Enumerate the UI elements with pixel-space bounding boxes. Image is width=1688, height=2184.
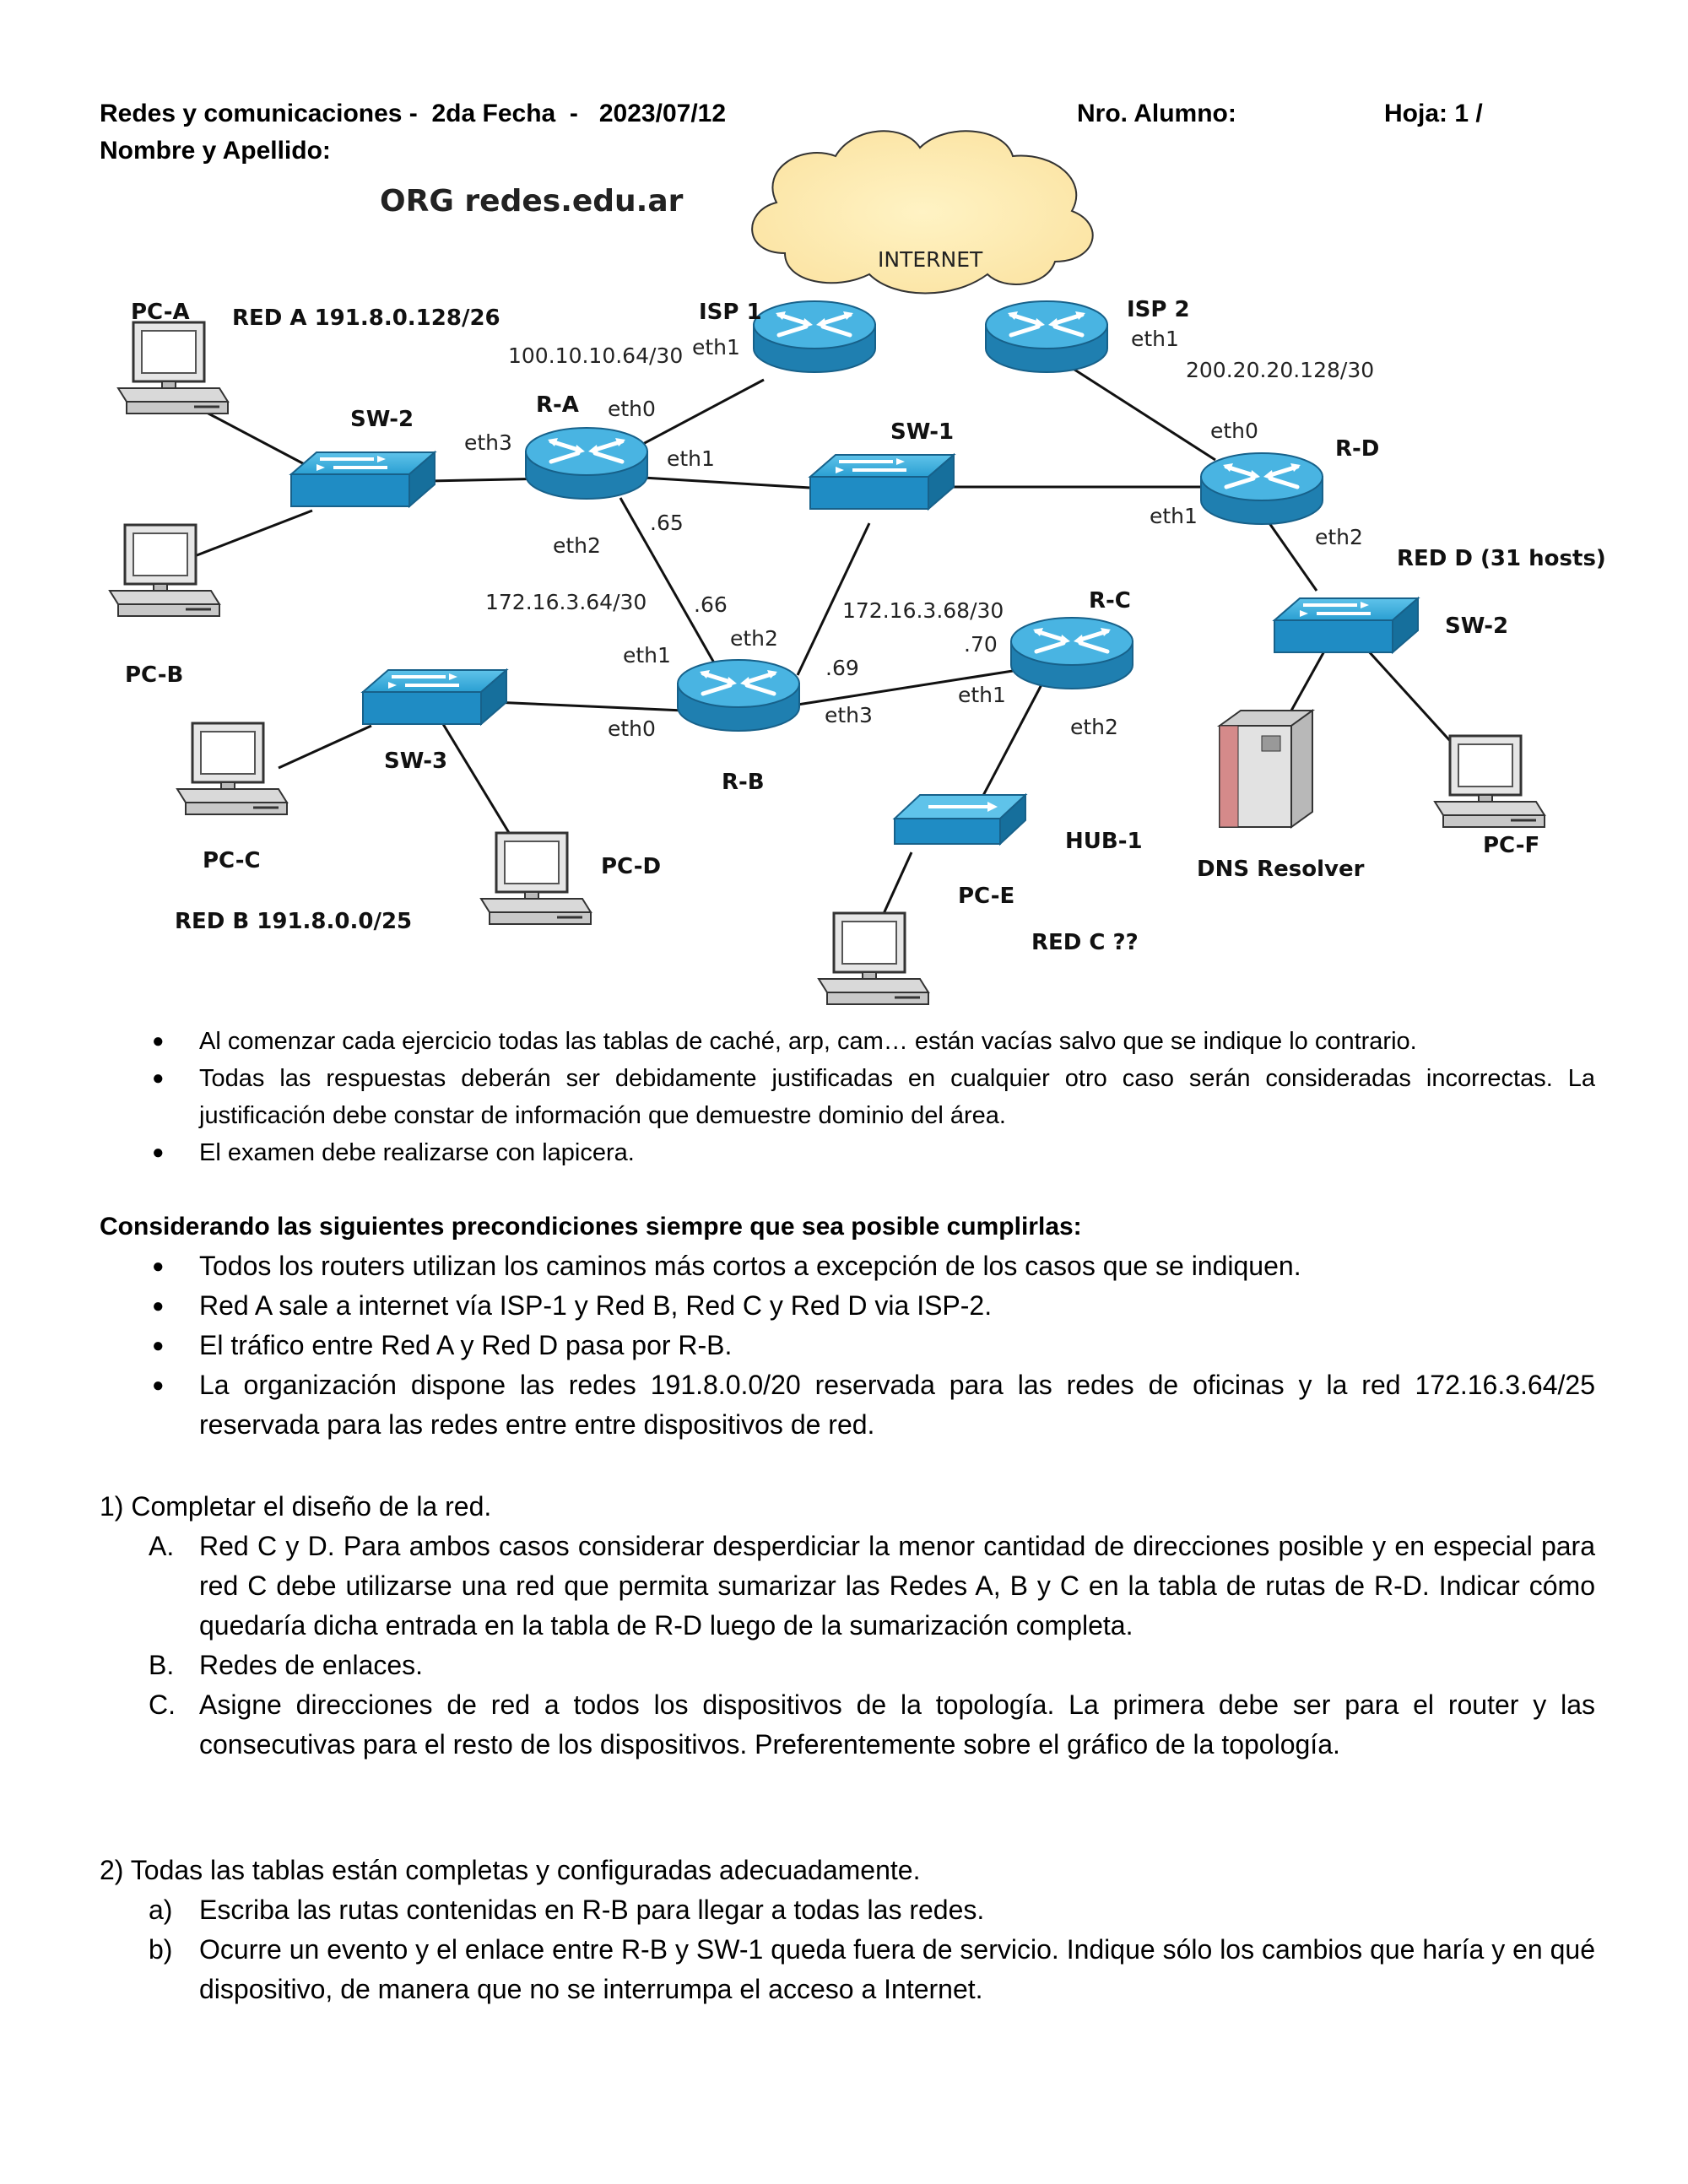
ra-rb-link-net: 172.16.3.64/30 [485,590,647,614]
sw2-right-label: SW-2 [1445,614,1508,639]
sw1-switch [809,453,955,511]
notes-block: Al comenzar cada ejercicio todas las tab… [100,1023,1595,1171]
precondition-item: El tráfico entre Red A y Red D pasa por … [100,1326,1595,1365]
rd-label: R-D [1335,436,1379,462]
student-number-label: Nro. Alumno: [1077,100,1236,127]
precondition-item: Red A sale a internet vía ISP-1 y Red B,… [100,1286,1595,1326]
rb-host-66: .66 [694,592,728,617]
sw2-right-switch [1273,597,1420,654]
pc-e [817,911,930,1006]
sw2-left-label: SW-2 [350,407,414,432]
precondition-item: Todos los routers utilizan los caminos m… [100,1246,1595,1286]
isp1-label: ISP 1 [699,300,762,325]
question-2-item: b)Ocurre un evento y el enlace entre R-B… [149,1934,1595,2004]
question-1-item: A.Red C y D. Para ambos casos considerar… [149,1531,1595,1641]
pc-b [108,523,221,618]
ra-eth0-label: eth0 [608,397,656,421]
red-b-label: RED B 191.8.0.0/25 [175,909,412,934]
precondition-item: La organización dispone las redes 191.8.… [100,1365,1595,1445]
question-1-block: 1) Completar el diseño de la red. A.Red … [100,1487,1595,1765]
rb-label: R-B [722,770,765,795]
dns-resolver-label: DNS Resolver [1197,857,1365,882]
rc-host-70: .70 [964,632,998,657]
name-label: Nombre y Apellido: [100,137,331,165]
network-topology-diagram: ORG redes.edu.ar INTERNET [108,130,1606,1006]
ra-host-65: .65 [650,511,684,535]
rd-eth1-label: eth1 [1150,504,1198,528]
rb-eth0-label: eth0 [608,716,656,741]
ra-label: R-A [536,392,579,418]
pc-d [479,831,592,926]
rd-eth0-label: eth0 [1210,419,1258,443]
rc-router [1011,618,1133,689]
isp1-link-net: 100.10.10.64/30 [508,343,683,368]
preconditions-heading: Considerando las siguientes precondicion… [100,1213,1082,1241]
pc-f-label: PC-F [1483,833,1539,858]
sw1-label: SW-1 [890,419,954,445]
hub1-label: HUB-1 [1065,829,1143,854]
rd-router [1201,453,1323,524]
isp1-eth1-label: eth1 [692,335,740,359]
pc-a-label: PC-A [131,300,190,325]
question-2-item: a)Escriba las rutas contenidas en R-B pa… [149,1895,985,1925]
ra-router [526,428,647,499]
rc-eth1-label: eth1 [958,683,1006,707]
rc-eth2-label: eth2 [1070,715,1118,739]
internet-cloud: INTERNET [751,130,1094,295]
pc-c-label: PC-C [203,848,261,873]
sw2-left-switch [289,451,436,508]
isp1-router [754,301,875,372]
ra-eth1-label: eth1 [667,446,715,471]
rd-eth2-label: eth2 [1315,525,1363,549]
ra-eth3-label: eth3 [464,430,512,455]
internet-label: INTERNET [878,247,983,272]
ra-eth2-label: eth2 [553,533,601,558]
dns-server [1216,709,1316,829]
rb-rc-link-net: 172.16.3.68/30 [842,598,1004,623]
isp2-label: ISP 2 [1127,297,1190,322]
rc-label: R-C [1089,588,1131,614]
question-2-block: 2) Todas las tablas están completas y co… [100,1851,1595,2009]
pc-c [176,722,289,816]
sw3-label: SW-3 [384,749,447,774]
isp2-router [986,301,1107,372]
question-2-title: 2) Todas las tablas están completas y co… [100,1855,921,1885]
red-a-label: RED A 191.8.0.128/26 [232,305,500,331]
sw3-switch [361,668,508,726]
question-1-item: B.Redes de enlaces. [149,1650,424,1680]
rb-router [678,660,799,731]
note-item: Todas las respuestas deberán ser debidam… [100,1060,1595,1134]
hub1 [892,792,1028,846]
note-item: Al comenzar cada ejercicio todas las tab… [100,1023,1595,1060]
diagram-title: ORG redes.edu.ar [380,184,684,219]
pc-d-label: PC-D [601,854,661,879]
sheet-label: Hoja: 1 / [1384,100,1483,127]
isp2-eth1-label: eth1 [1131,327,1179,351]
course-header: Redes y comunicaciones - 2da Fecha - 202… [100,100,727,127]
rb-eth3-label: eth3 [825,703,873,727]
red-c-label: RED C ?? [1031,930,1139,955]
question-1-title: 1) Completar el diseño de la red. [100,1491,492,1522]
rb-eth1-label: eth1 [623,643,671,668]
pc-e-label: PC-E [958,884,1014,909]
pc-a [116,321,230,415]
note-item: El examen debe realizarse con lapicera. [100,1134,1595,1171]
preconditions-block: Considerando las siguientes precondicion… [100,1207,1595,1445]
rb-host-69: .69 [825,656,859,680]
pc-f [1433,734,1546,829]
rb-eth2-label: eth2 [730,626,778,651]
pc-b-label: PC-B [125,662,183,688]
red-d-label: RED D (31 hosts) [1397,546,1606,571]
isp2-link-net: 200.20.20.128/30 [1186,358,1374,382]
question-1-item: C.Asigne direcciones de red a todos los … [149,1689,1595,1760]
